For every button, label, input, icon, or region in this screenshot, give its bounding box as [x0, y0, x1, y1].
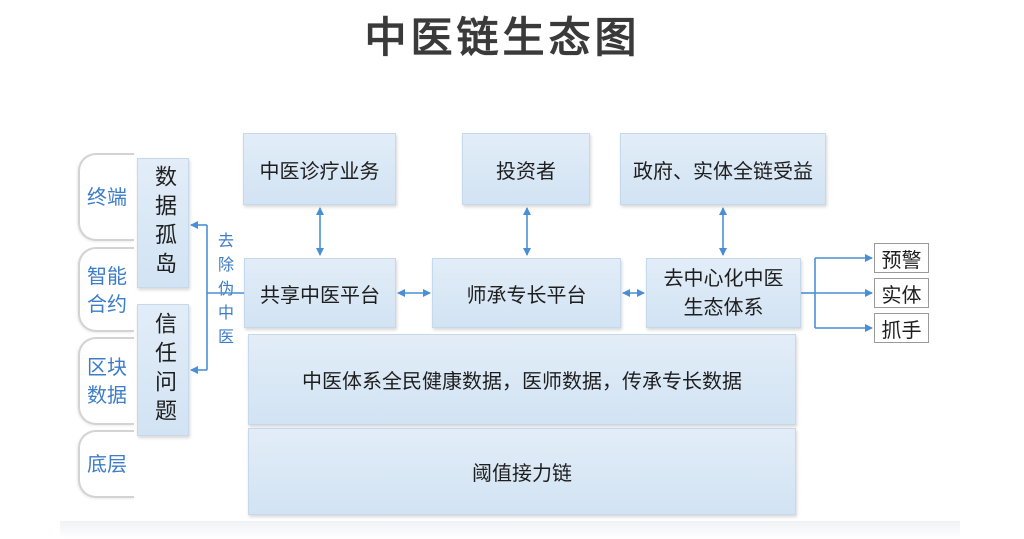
problem-box-data-silo: 数据孤岛	[137, 158, 189, 288]
node-investors: 投资者	[462, 133, 590, 205]
node-text: 师承专长平台	[466, 282, 587, 307]
floor-shadow	[60, 521, 960, 539]
node-decentralized-ecosystem: 去中心化中医生态体系	[646, 258, 801, 328]
base-layer-box: 阈值接力链	[248, 428, 796, 515]
layer-label-base: 底层	[78, 430, 134, 498]
data-layer-box: 中医体系全民健康数据，医师数据，传承专长数据	[248, 334, 796, 425]
action-label: 去除伪中医	[215, 232, 234, 352]
layer-label-block-data: 区块数据	[78, 337, 134, 425]
node-text: 投资者	[496, 158, 556, 183]
layer-label-text: 底层	[87, 452, 127, 476]
layer-label-text: 智能合约	[87, 263, 127, 316]
output-text: 预警	[881, 247, 922, 272]
problem-box-trust: 信任问题	[137, 304, 189, 436]
base-layer-text: 阈值接力链	[472, 461, 572, 485]
layer-label-smart-contract: 智能合约	[78, 247, 134, 332]
layer-label-terminal: 终端	[78, 153, 134, 241]
layer-label-text: 终端	[87, 185, 127, 209]
diagram-title: 中医链生态图	[364, 13, 641, 62]
node-government-benefit: 政府、实体全链受益	[620, 133, 826, 205]
output-text: 抓手	[881, 317, 922, 342]
output-text: 实体	[881, 282, 922, 307]
output-warning: 预警	[874, 243, 929, 273]
node-text: 共享中医平台	[260, 282, 380, 307]
node-text: 中医诊疗业务	[259, 158, 380, 183]
node-mentorship-platform: 师承专长平台	[432, 258, 621, 328]
output-handle: 抓手	[874, 313, 929, 343]
problem-text: 信任问题	[151, 312, 176, 428]
node-text: 去中心化中医生态体系	[663, 266, 784, 319]
layer-label-text: 区块数据	[87, 355, 127, 407]
node-text: 政府、实体全链受益	[633, 158, 813, 183]
node-shared-tcm-platform: 共享中医平台	[244, 258, 396, 328]
problem-text: 数据孤岛	[151, 165, 176, 281]
data-layer-text: 中医体系全民健康数据，医师数据，传承专长数据	[302, 369, 742, 393]
node-tcm-clinical-business: 中医诊疗业务	[243, 133, 396, 205]
output-entity: 实体	[874, 278, 929, 308]
